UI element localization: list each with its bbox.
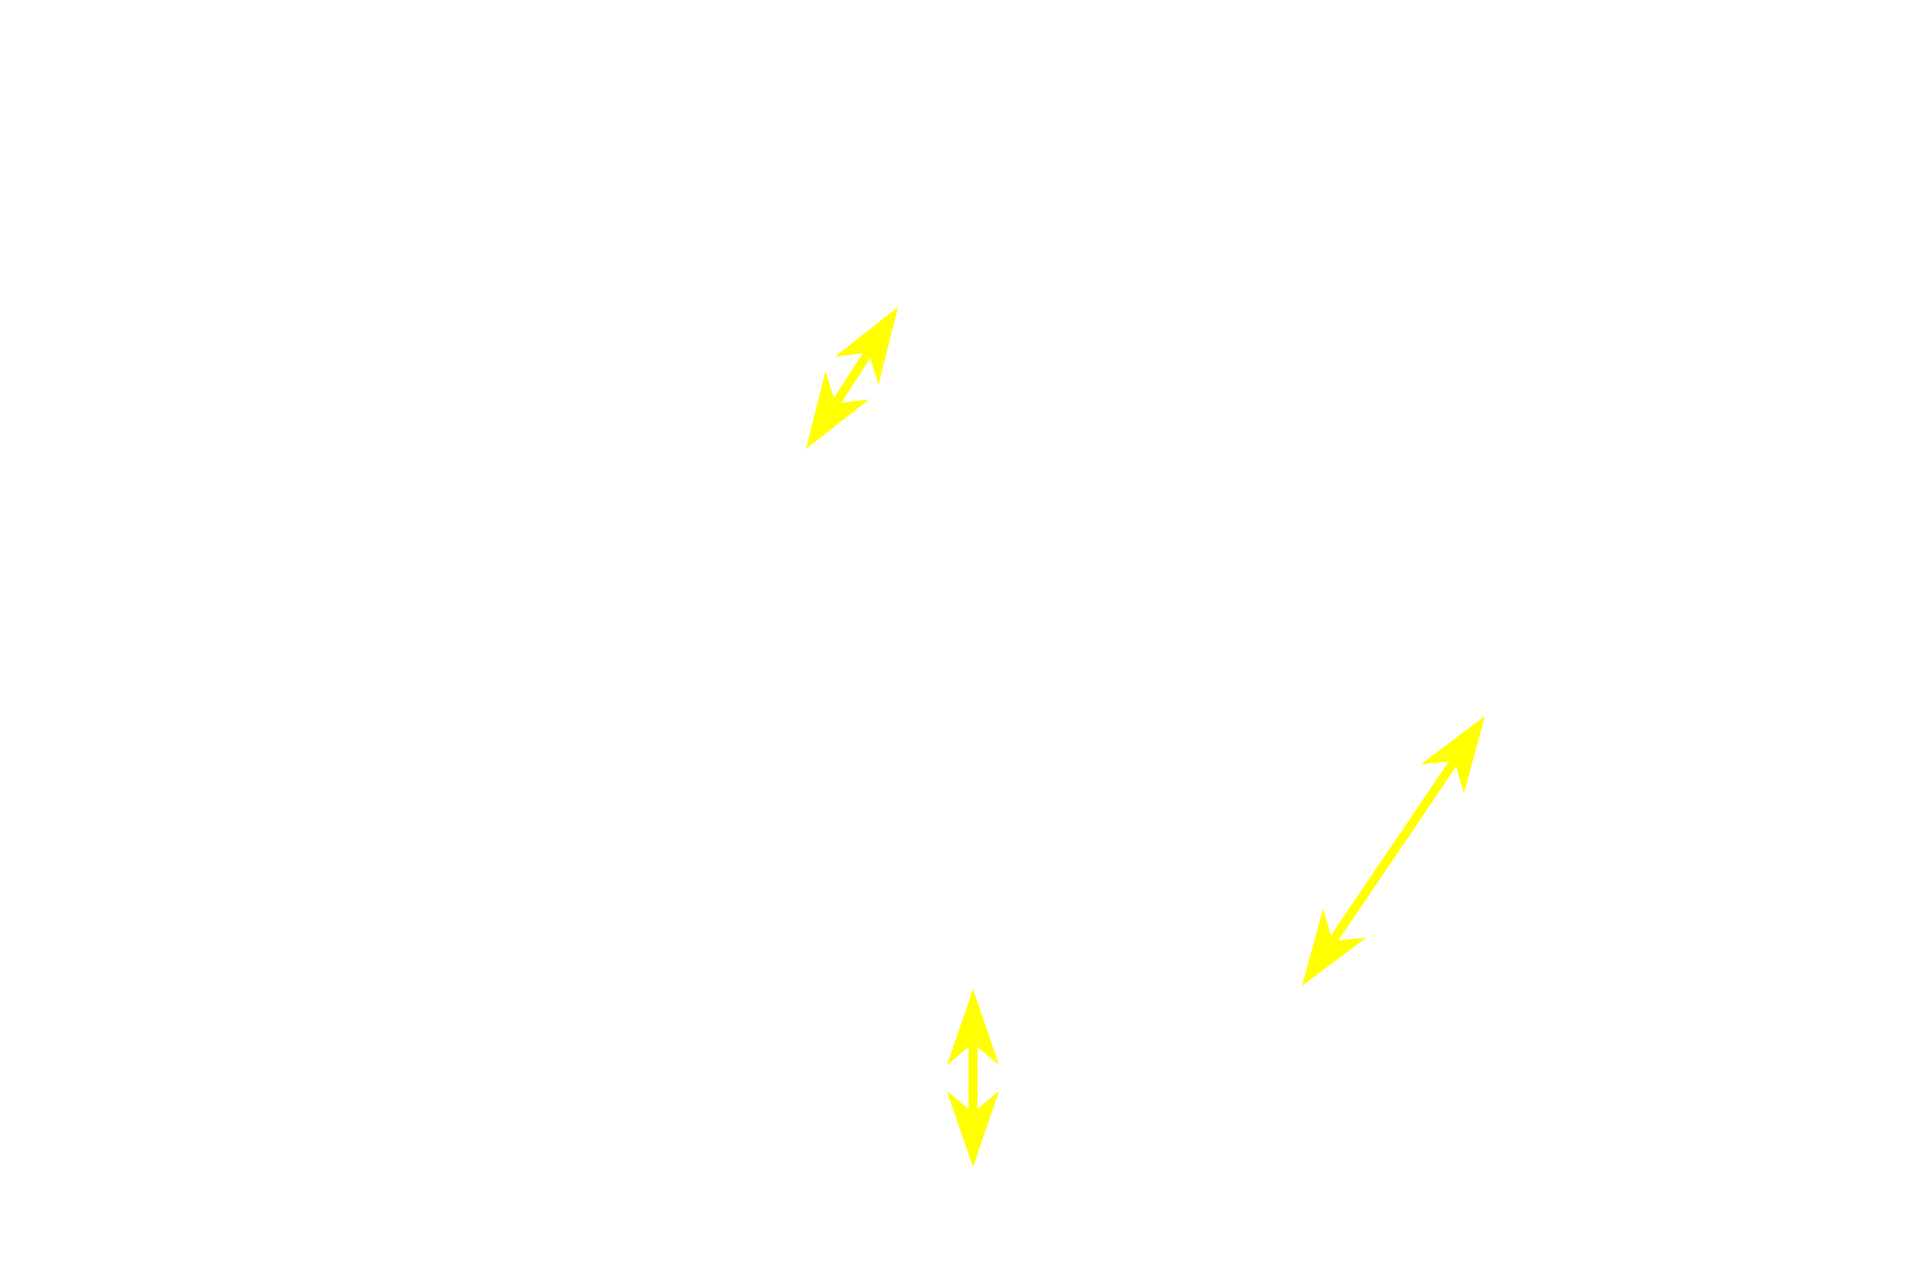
arrow-head-start (834, 307, 898, 385)
arrow-head-end (806, 371, 870, 449)
double-arrow-right (1302, 716, 1485, 986)
arrow-shaft (1330, 761, 1457, 941)
arrow-head-end (1302, 908, 1367, 986)
arrow-shaft (968, 1047, 978, 1109)
arrow-shaft (833, 353, 871, 403)
double-arrow-bottom (947, 989, 999, 1167)
arrow-head-end (947, 1091, 999, 1167)
arrow-head-start (947, 989, 999, 1065)
double-arrow-upper-left (806, 307, 898, 449)
arrow-head-start (1420, 716, 1485, 794)
